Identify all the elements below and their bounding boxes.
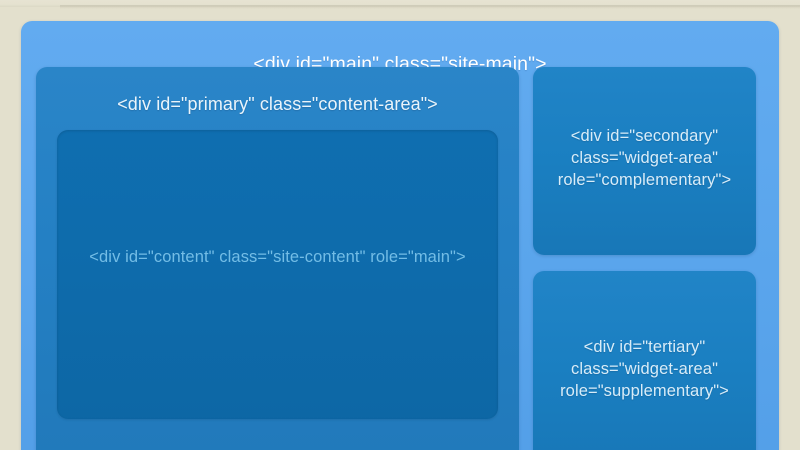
box-secondary-widget-area: <div id="secondary" class="widget-area" … [533, 67, 756, 255]
label-line-2: class="widget-area" [570, 149, 719, 167]
box-content-area-label: <div id="primary" class="content-area"> [117, 94, 438, 114]
box-tertiary-widget-area-label: <div id="tertiary" class="widget-area" r… [533, 336, 756, 402]
label-line-3: role="complementary"> [557, 171, 732, 189]
box-site-main: <div id="main" class="site-main"> <div i… [21, 21, 779, 450]
box-secondary-widget-area-label: <div id="secondary" class="widget-area" … [533, 125, 756, 191]
label-line-2: class="widget-area" [570, 360, 719, 378]
canvas-top-edge [0, 0, 800, 7]
box-tertiary-widget-area: <div id="tertiary" class="widget-area" r… [533, 271, 756, 450]
box-content-area: <div id="primary" class="content-area"> … [36, 67, 519, 450]
label-line-3: role="supplementary"> [560, 382, 729, 400]
canvas-top-shadow [60, 5, 800, 9]
box-site-content: <div id="content" class="site-content" r… [57, 130, 498, 419]
box-site-content-label: <div id="content" class="site-content" r… [89, 248, 466, 266]
label-line-1: <div id="secondary" [570, 127, 719, 145]
label-line-1: <div id="tertiary" [583, 338, 706, 356]
